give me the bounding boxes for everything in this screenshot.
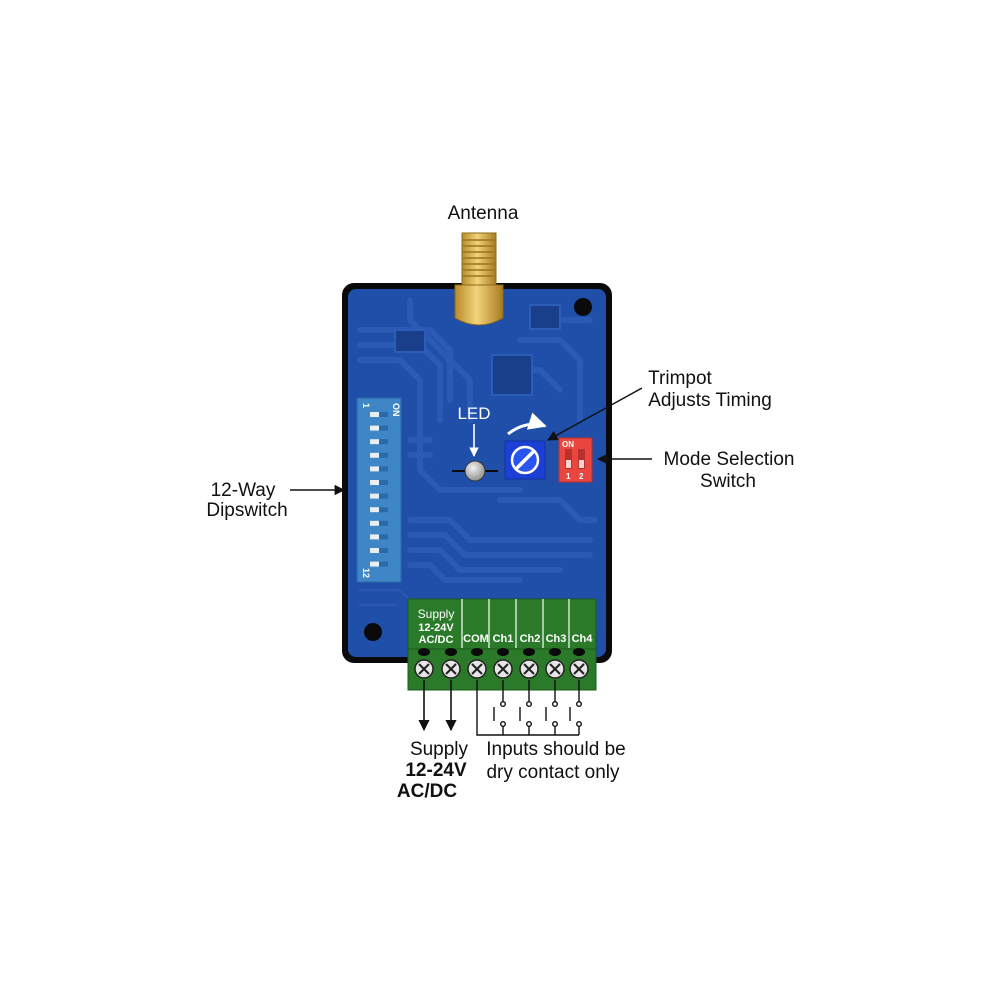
trimpot-label-line1: Trimpot [648,368,712,389]
trimpot[interactable] [504,412,547,480]
dipswitch-label-line1: 12-Way [211,480,276,501]
pcb-traces [357,297,598,607]
terminal-bumps [418,648,585,656]
dry-contact-switch-ch2 [519,680,533,735]
dipswitch-slot-2[interactable] [370,425,388,431]
mode-switch-pos1: 1 [566,472,571,481]
mounting-hole-bottom-left [364,623,382,641]
supply-label-line2: 12-24V [405,760,467,781]
dipswitch-last-label: 12 [361,568,371,578]
terminal-label-ch2: Ch2 [520,633,541,645]
terminal-bump-6 [549,648,561,656]
supply-label-line1: Supply [410,739,469,760]
dipswitch-slot-3[interactable] [370,439,388,445]
terminal-bump-2 [445,648,457,656]
terminal-bump-3 [471,648,483,656]
dipswitch-12way[interactable]: ON 1 12 [356,397,402,583]
terminal-supply-voltage: 12-24V [418,622,454,634]
trimpot-label-line2: Adjusts Timing [648,390,772,411]
mode-switch-label-line1: Mode Selection [664,449,795,470]
com-bus-wire [476,680,579,736]
terminal-screw-2[interactable] [441,659,461,679]
terminal-label-ch4: Ch4 [572,633,594,645]
dipswitch-slot-11[interactable] [370,548,388,553]
dipswitch-slot-10[interactable] [370,534,388,540]
mode-switch-on-label: ON [562,440,574,449]
mounting-hole-top-right [574,298,592,316]
dipswitch-slot-7[interactable] [370,493,388,499]
dipswitch-slot-4[interactable] [370,452,388,458]
terminal-screw-1[interactable] [414,659,434,679]
dry-contact-switch-ch3 [545,680,559,735]
terminal-screw-7[interactable] [569,659,589,679]
terminal-bump-4 [497,648,509,656]
antenna-connector [454,232,504,326]
terminal-label-com: COM [463,633,489,645]
terminal-screw-4[interactable] [493,659,513,679]
dry-contact-switch-ch1 [493,680,507,735]
mode-switch-pos2: 2 [579,472,584,481]
dipswitch-slot-1[interactable] [370,412,388,417]
dipswitch-label-line2: Dipswitch [206,500,287,521]
dipswitch-on-label: ON [391,403,401,417]
terminal-label-ch3: Ch3 [546,633,567,645]
supply-wires [418,680,457,732]
dry-contact-wiring [476,680,583,736]
dipswitch-slot-9[interactable] [370,520,388,526]
dipswitch-slot-5[interactable] [370,466,388,472]
mode-selection-switch[interactable]: ON 1 2 [558,437,593,483]
dipswitch-slot-6[interactable] [370,480,388,485]
terminal-label-ch1: Ch1 [493,633,514,645]
terminal-screw-5[interactable] [519,659,539,679]
dipswitch-slots [370,412,388,567]
inputs-label-line1: Inputs should be [486,739,625,760]
dry-contact-switch-ch4 [569,680,583,735]
dipswitch-slot-12[interactable] [370,561,388,567]
led-indicator [464,460,486,482]
terminal-supply-type: AC/DC [419,634,454,646]
inputs-label-line2: dry contact only [486,762,620,783]
terminal-screw-6[interactable] [545,659,565,679]
mode-switch-label-line2: Switch [700,471,756,492]
antenna-label: Antenna [448,203,519,224]
dipswitch-slot-8[interactable] [370,507,388,513]
terminal-bump-7 [573,648,585,656]
supply-label-line3: AC/DC [397,781,457,802]
terminal-bump-1 [418,648,430,656]
terminal-block: Supply 12-24V AC/DC COM Ch1 Ch2 Ch3 Ch4 [407,598,597,691]
terminal-bump-5 [523,648,535,656]
terminal-screws[interactable] [414,659,589,679]
terminal-supply-header: Supply [418,607,455,621]
terminal-screw-3[interactable] [467,659,487,679]
trimpot-pointer-arrow [547,387,643,441]
led-label: LED [457,404,490,423]
dipswitch-first-label: 1 [361,403,371,408]
